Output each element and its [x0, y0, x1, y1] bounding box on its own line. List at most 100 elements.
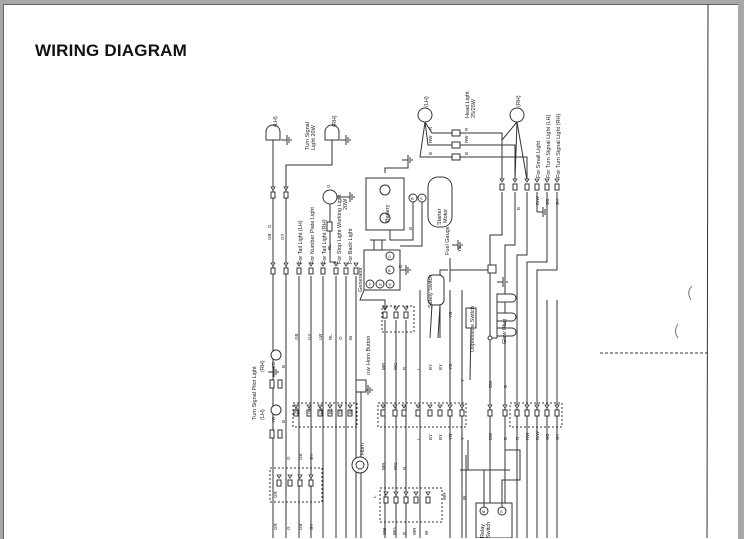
- terminal-label: S: [420, 196, 423, 201]
- generator-terminal: [375, 279, 385, 289]
- wire-color-label: YB: [271, 417, 276, 423]
- wire-color-label: L: [416, 437, 421, 440]
- wire-color-label: W: [462, 495, 467, 500]
- tail-connector: [308, 267, 314, 275]
- terminal-label: G: [388, 254, 391, 259]
- wire-color-label: B: [408, 227, 413, 230]
- wire-color-label: Y: [460, 379, 465, 382]
- terminal-label: M: [482, 509, 485, 514]
- headlight-connector: [512, 183, 518, 191]
- connector: [502, 409, 508, 417]
- terminal-label: F: [369, 282, 372, 287]
- connector-arrow: [343, 262, 349, 267]
- wire-color-label: WG: [392, 527, 397, 535]
- wire-color-label: BY: [428, 434, 433, 440]
- headlight-connector: [544, 183, 550, 191]
- connector: [276, 479, 282, 487]
- inline-connector: [451, 129, 461, 137]
- wire-color-label: BrW: [535, 431, 540, 441]
- connector-arrow: [401, 404, 407, 409]
- wire-color-label: GY: [555, 198, 560, 205]
- component-label: Head Light: [465, 91, 471, 118]
- connector: [415, 409, 421, 417]
- component-label: Fuel Gauge: [445, 226, 451, 255]
- connector-arrow: [296, 262, 302, 267]
- inline-connector: [451, 153, 461, 161]
- bracket-mark: [675, 323, 679, 339]
- wire-color-label: BW: [488, 380, 493, 388]
- head-light-rh: [509, 107, 525, 123]
- page-edge-line: [706, 3, 709, 538]
- generator-terminal: [385, 279, 395, 289]
- wire-color-label: YB: [271, 362, 276, 368]
- connector: [347, 409, 353, 417]
- connector-arrow: [270, 186, 276, 191]
- tail-connector: [353, 267, 359, 275]
- wire: [400, 202, 423, 247]
- wire-color-label: GB: [294, 333, 299, 340]
- connector-arrow: [308, 474, 314, 479]
- connector: [306, 409, 312, 417]
- wire-color-label: B: [402, 467, 407, 470]
- connector-block-right: [509, 402, 563, 428]
- wire-color-label: GB: [267, 233, 272, 240]
- connector-arrow: [347, 404, 353, 409]
- connector-block-lower-left: [269, 467, 323, 503]
- generator-terminal: [365, 279, 375, 289]
- connector: [413, 496, 419, 504]
- wire-color-label: BY: [428, 364, 433, 370]
- component-label: Motor: [443, 209, 449, 223]
- terminal-label: E: [389, 282, 392, 287]
- wire-color-label: GB: [545, 433, 550, 440]
- wire-color-label: YG: [448, 311, 453, 318]
- wire: [439, 269, 448, 338]
- connector-arrow: [524, 178, 530, 183]
- glow-plug: [496, 327, 517, 337]
- wire-color-label: WG: [393, 362, 398, 370]
- wire: [467, 440, 485, 507]
- inline-connector: [451, 141, 461, 149]
- wire-color-label: GY: [307, 407, 312, 414]
- component-label: For Back Light: [348, 228, 354, 264]
- connector: [327, 409, 333, 417]
- terminal-label: N: [379, 282, 382, 287]
- connector-arrow: [327, 404, 333, 409]
- wire-color-label: GY: [555, 433, 560, 440]
- wire-color-label: L: [416, 367, 421, 370]
- component-label: For Tail Light (RH): [322, 219, 328, 264]
- wire: [536, 192, 558, 538]
- headlight-connector: [524, 183, 530, 191]
- wire-color-label: WB: [381, 363, 386, 370]
- wire-color-label: B: [281, 420, 286, 423]
- glow-plug: [496, 312, 517, 322]
- wire-color-label: YG: [448, 363, 453, 370]
- wire-color-label: W: [424, 530, 429, 535]
- wire-color-label: GW: [366, 366, 371, 375]
- glow-terminal: [487, 335, 493, 341]
- connector: [401, 409, 407, 417]
- wire-color-label: LW: [318, 407, 323, 414]
- wire-color-label: YG: [448, 433, 453, 440]
- wire-color-label: G: [267, 224, 272, 228]
- component-label: Oilpressure Switch: [470, 306, 476, 352]
- connector-arrow: [534, 178, 540, 183]
- connector: [514, 409, 520, 417]
- connector-block: [381, 305, 415, 333]
- wire-color-label: WB: [381, 463, 386, 470]
- connector-arrow: [393, 306, 399, 311]
- generator-terminal: [385, 265, 395, 275]
- wire: [516, 121, 528, 181]
- connector: [382, 311, 388, 319]
- component-label: Generator: [358, 267, 364, 292]
- connector: [308, 479, 314, 487]
- wire-color-label: WR: [412, 527, 417, 535]
- wire-color-label: B: [402, 367, 407, 370]
- fuel-sender: [487, 264, 497, 274]
- wire: [516, 192, 528, 538]
- connector: [425, 496, 431, 504]
- wire-color-label: GR: [273, 490, 278, 498]
- lamp-turn-signal-rh: [324, 124, 340, 141]
- bracket-mark: [688, 285, 693, 301]
- connector: [283, 267, 289, 275]
